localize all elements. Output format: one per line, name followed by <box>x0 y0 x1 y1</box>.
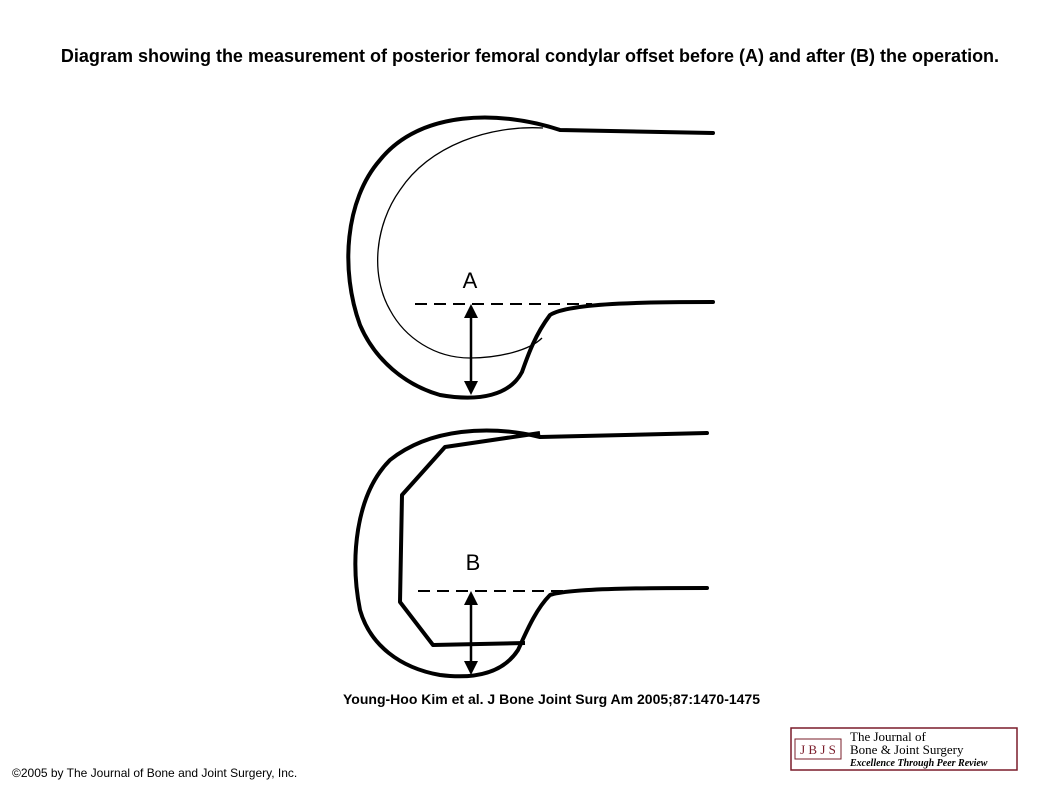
logo-line2: Bone & Joint Surgery <box>850 742 964 757</box>
logo-line1: The Journal of <box>850 729 926 744</box>
condylar-offset-diagram: A B <box>330 110 730 685</box>
logo-tagline: Excellence Through Peer Review <box>849 758 988 769</box>
arrowhead-down-b <box>464 661 478 675</box>
jbjs-logo[interactable]: J B J S The Journal of Bone & Joint Surg… <box>790 727 1018 771</box>
figure-b: B <box>353 428 709 679</box>
femur-outline-b <box>353 428 709 679</box>
label-a: A <box>463 268 478 293</box>
figure-a: A <box>346 115 715 400</box>
femur-outline-a <box>346 115 715 400</box>
diagram-svg: A B <box>346 115 715 679</box>
arrowhead-up-b <box>464 591 478 605</box>
label-b: B <box>466 550 481 575</box>
arrowhead-up-a <box>464 304 478 318</box>
copyright-notice: ©2005 by The Journal of Bone and Joint S… <box>12 766 298 780</box>
arrowhead-down-a <box>464 381 478 395</box>
figure-title: Diagram showing the measurement of poste… <box>60 46 1000 66</box>
logo-monogram: J B J S <box>800 742 836 757</box>
citation: Young-Hoo Kim et al. J Bone Joint Surg A… <box>343 691 760 707</box>
condyle-inner-outline-a <box>377 127 544 359</box>
jbjs-logo-svg: J B J S The Journal of Bone & Joint Surg… <box>790 727 1018 771</box>
prosthesis-outline-b <box>398 431 541 647</box>
